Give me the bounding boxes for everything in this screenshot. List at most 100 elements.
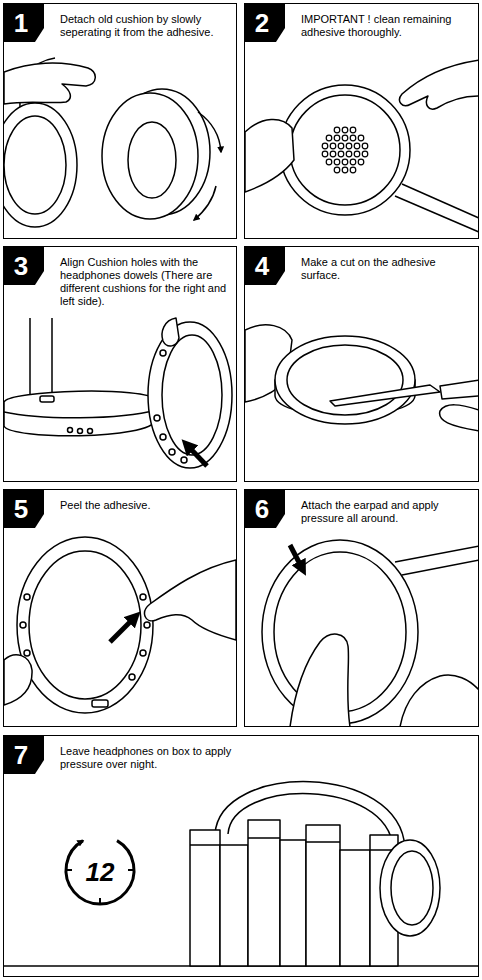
overnight-pressure-drawing <box>190 830 220 966</box>
speaker-grille <box>322 151 328 157</box>
attach-earpad-drawing <box>395 546 478 562</box>
speaker-grille <box>326 135 332 141</box>
speaker-grille <box>330 143 336 149</box>
clean-adhesive-drawing <box>400 60 478 109</box>
clean-adhesive-drawing <box>280 85 410 215</box>
peel-adhesive-drawing <box>92 700 108 707</box>
badge-shape <box>4 490 44 528</box>
speaker-grille <box>342 127 348 133</box>
step-panel: 7 Leave headphones on box to apply pressu… <box>3 735 479 977</box>
peel-adhesive-drawing <box>4 655 32 705</box>
instruction-text: Peel the adhesive. <box>60 499 232 512</box>
clean-adhesive-drawing <box>395 196 478 232</box>
align-cushion-drawing <box>181 457 187 463</box>
step-number-badge: 1 <box>4 4 44 42</box>
overnight-pressure-drawing <box>66 841 134 904</box>
speaker-grille <box>350 135 356 141</box>
align-cushion-drawing <box>160 350 166 356</box>
align-cushion-drawing <box>154 415 160 421</box>
peel-adhesive-drawing <box>145 560 236 640</box>
speaker-grille <box>350 159 356 165</box>
peel-adhesive-drawing <box>24 650 30 656</box>
instruction-text: Align Cushion holes with the headphones … <box>60 256 232 308</box>
speaker-grille <box>350 127 356 133</box>
speaker-grille <box>362 143 368 149</box>
peel-adhesive-drawing <box>144 622 150 628</box>
peel-adhesive-drawing <box>20 622 26 628</box>
peel-adhesive-drawing <box>140 594 146 600</box>
step-number-badge: 6 <box>245 490 285 528</box>
align-cushion-drawing <box>4 318 232 468</box>
overnight-pressure-drawing <box>66 870 134 904</box>
peel-adhesive-drawing <box>17 537 153 713</box>
align-cushion-drawing <box>4 410 156 418</box>
clean-adhesive-drawing <box>290 95 400 205</box>
speaker-grille <box>342 135 348 141</box>
align-cushion-drawing <box>40 396 54 402</box>
step-panel: 2 IMPORTANT ! clean remaining adhesive th… <box>244 3 479 239</box>
align-cushion-drawing <box>30 318 52 400</box>
attach-earpad-drawing <box>402 560 478 575</box>
badge-shape <box>4 736 44 774</box>
step-number-badge: 4 <box>245 247 285 285</box>
align-cushion-drawing <box>4 391 156 436</box>
overnight-pressure-drawing <box>391 851 433 925</box>
badge-shape <box>245 247 285 285</box>
step-panel: 4 Make a cut on the adhesive surface. <box>244 246 479 482</box>
step-number-badge: 3 <box>4 247 44 285</box>
step-number: 7 <box>4 736 38 774</box>
instruction-text: IMPORTANT ! clean remaining adhesive tho… <box>301 13 473 39</box>
overnight-pressure-drawing <box>248 820 280 966</box>
attach-earpad-drawing <box>400 675 478 726</box>
instruction-text: Attach the earpad and apply pressure all… <box>301 499 473 525</box>
badge-shape <box>245 4 285 42</box>
clean-adhesive-drawing <box>245 119 294 192</box>
align-cushion-drawing <box>68 428 73 433</box>
peel-adhesive-drawing <box>24 594 30 600</box>
cut-adhesive-drawing <box>330 385 440 406</box>
detach-cushion-drawing <box>128 122 176 198</box>
detach-cushion-drawing <box>102 93 198 219</box>
step-number-badge: 7 <box>4 736 44 774</box>
speaker-grille <box>334 127 340 133</box>
speaker-grille <box>358 159 364 165</box>
clock-hours: 12 <box>86 857 115 888</box>
clean-adhesive-drawing <box>402 184 478 218</box>
speaker-grille <box>330 151 336 157</box>
align-cushion-drawing <box>78 429 83 434</box>
align-cushion-drawing <box>88 429 93 434</box>
align-cushion-drawing <box>148 322 232 468</box>
align-cushion-drawing <box>186 444 207 466</box>
overnight-pressure-drawing <box>220 845 248 966</box>
attach-earpad-drawing <box>262 540 478 726</box>
instruction-text: Leave headphones on box to apply pressur… <box>60 745 265 771</box>
attach-earpad-drawing <box>290 545 303 570</box>
badge-shape <box>4 736 44 774</box>
cut-adhesive-drawing <box>440 380 478 399</box>
step-panel: 5 Peel the adhesive. <box>3 489 237 727</box>
speaker-grille <box>322 127 368 173</box>
badge-shape <box>4 4 44 42</box>
step-number: 5 <box>4 490 38 528</box>
step-panel: 6 Attach the earpad and apply pressure al… <box>244 489 479 727</box>
detach-cushion-drawing <box>4 103 77 227</box>
cut-adhesive-drawing <box>245 325 478 431</box>
badge-shape <box>245 247 285 285</box>
step-number: 4 <box>245 247 279 285</box>
speaker-grille <box>322 143 328 149</box>
badge-shape <box>4 247 44 285</box>
step-number: 6 <box>245 490 279 528</box>
align-cushion-drawing <box>160 434 166 440</box>
badge-shape <box>245 4 285 42</box>
instruction-text: Make a cut on the adhesive surface. <box>301 256 473 282</box>
speaker-grille <box>334 167 340 173</box>
peel-adhesive-drawing <box>110 616 136 642</box>
detach-cushion-drawing <box>4 58 221 227</box>
detach-cushion-drawing <box>198 112 221 152</box>
step-panel: 3 Align Cushion holes with the headphones… <box>3 246 237 482</box>
speaker-grille <box>342 167 348 173</box>
step-number: 2 <box>245 4 279 42</box>
align-cushion-drawing <box>169 449 175 455</box>
